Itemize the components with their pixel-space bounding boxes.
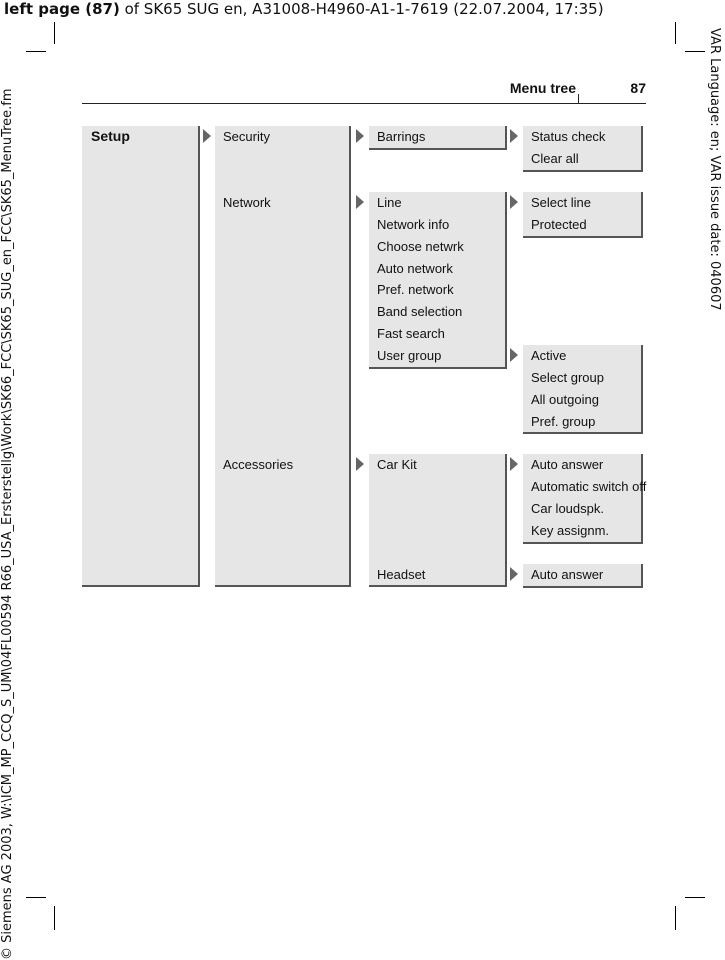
page-meta-rest: of SK65 SUG en, A31008-H4960-A1-1-7619 (… [119,0,604,18]
menu-item-security[interactable]: Security [223,129,270,144]
crop-mark [26,51,46,52]
menu-item-line[interactable]: Line [377,195,402,210]
crop-mark [675,906,676,930]
arrow-right-icon [356,129,364,143]
barrings-sub-panel [523,126,643,172]
menu-item-car-kit[interactable]: Car Kit [377,457,417,472]
page-number: 87 [630,80,646,96]
menu-item-status-check[interactable]: Status check [531,129,606,144]
menu-item-band-selection[interactable]: Band selection [377,304,463,319]
menu-item-barrings[interactable]: Barrings [377,129,426,144]
user-group-sub-panel [523,345,643,434]
menu-item-active[interactable]: Active [531,348,567,363]
menu-item-all-outgoing[interactable]: All outgoing [531,392,599,407]
arrow-right-icon [510,348,518,362]
root-column [82,126,200,587]
level1-column [215,126,351,587]
menu-item-auto-network[interactable]: Auto network [377,261,453,276]
arrow-right-icon [356,457,364,471]
header-rule [82,103,646,104]
menu-item-car-loudspeaker[interactable]: Car loudspk. [531,501,604,516]
header-rule-tick [578,94,579,104]
menu-item-auto-answer[interactable]: Auto answer [531,457,604,472]
menu-item-select-line[interactable]: Select line [531,195,591,210]
menu-item-accessories[interactable]: Accessories [223,457,294,472]
section-title: Menu tree [509,80,576,96]
menu-item-choose-network[interactable]: Choose netwrk [377,239,464,254]
arrow-right-icon [356,195,364,209]
barrings-panel [369,126,507,150]
crop-mark [675,22,676,44]
page-meta-bold: left page (87) [4,0,120,18]
menu-item-protected[interactable]: Protected [531,217,587,232]
language-meta-vertical: VAR Language: en; VAR issue date: 040607 [707,28,722,311]
network-panel [369,192,507,369]
line-sub-panel [523,192,643,238]
crop-mark [54,22,55,44]
arrow-right-icon [510,195,518,209]
menu-item-clear-all[interactable]: Clear all [531,151,579,166]
menu-item-key-assignment[interactable]: Key assignm. [531,523,610,538]
menu-item-network[interactable]: Network [223,195,271,210]
menu-item-automatic-switch-off[interactable]: Automatic switch off [531,479,647,494]
arrow-right-icon [510,129,518,143]
menu-item-user-group[interactable]: User group [377,348,442,363]
crop-mark [26,897,46,898]
crop-mark [685,897,705,898]
car-kit-sub-panel [523,454,643,544]
crop-mark [54,906,55,930]
accessories-panel [369,454,507,587]
page-meta-line: left page (87) of SK65 SUG en, A31008-H4… [4,0,604,18]
menu-item-headset-auto-answer[interactable]: Auto answer [531,567,604,582]
arrow-right-icon [203,129,211,143]
menu-item-network-info[interactable]: Network info [377,217,450,232]
arrow-right-icon [510,567,518,581]
copyright-vertical: © Siemens AG 2003, W:\ICM_MP_CCQ_S_UM\04… [0,88,15,960]
menu-item-pref-group[interactable]: Pref. group [531,414,596,429]
menu-root-setup[interactable]: Setup [91,128,130,144]
menu-item-fast-search[interactable]: Fast search [377,326,445,341]
menu-item-pref-network[interactable]: Pref. network [377,282,454,297]
crop-mark [685,51,705,52]
menu-item-select-group[interactable]: Select group [531,370,604,385]
headset-sub-panel [523,564,643,588]
menu-item-headset[interactable]: Headset [377,567,426,582]
arrow-right-icon [510,457,518,471]
